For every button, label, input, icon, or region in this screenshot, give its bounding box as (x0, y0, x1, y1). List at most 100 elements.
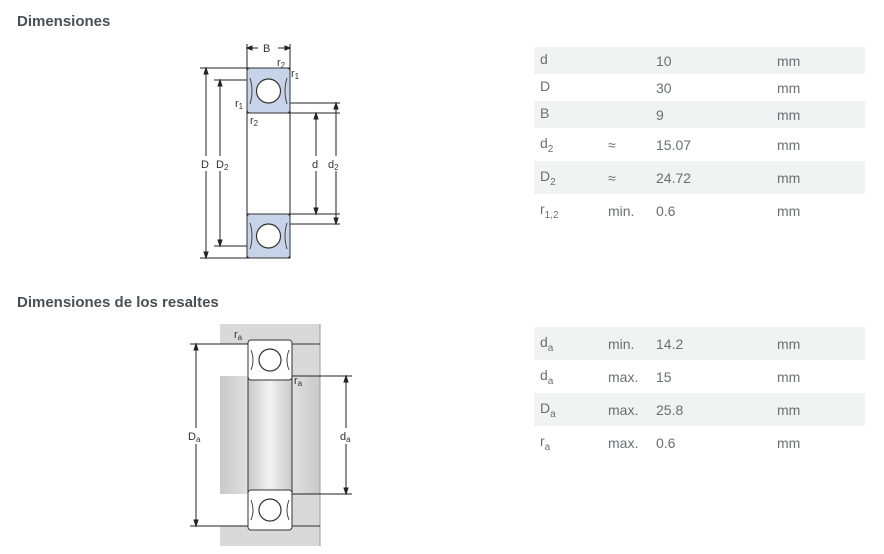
value-cell: 0.6 (656, 202, 676, 219)
unit-cell: mm (777, 434, 801, 451)
value-cell: 25.8 (650, 393, 771, 426)
abutment-section-title: Dimensiones de los resaltes (17, 294, 219, 311)
bearing-section-top (246, 67, 291, 114)
unit-cell: mm (777, 79, 801, 96)
value-cell: 9 (650, 101, 771, 128)
unit-cell: mm (771, 47, 865, 74)
label-D: D (201, 159, 209, 171)
qualifier-cell (602, 101, 650, 128)
unit-cell: mm (777, 368, 801, 385)
symbol-text: r (540, 432, 545, 449)
dimension-row: D 30 mm (534, 74, 865, 101)
label-B: B (263, 43, 270, 55)
symbol-subscript: a (544, 441, 551, 453)
symbol-subscript: 2 (547, 143, 554, 155)
qualifier-cell: ≈ (602, 161, 650, 194)
label-r2-low: r (250, 115, 254, 127)
abutment-bearing-top (247, 339, 293, 381)
svg-text:da: da (340, 431, 351, 444)
abutment-row: ra max. 0.6 mm (534, 426, 865, 459)
qualifier-cell: max. (602, 393, 650, 426)
svg-text:r1: r1 (235, 98, 244, 111)
symbol-text: D (540, 399, 551, 416)
svg-text:D2: D2 (216, 159, 229, 172)
symbol-subscript: 2 (550, 176, 556, 188)
label-d: d (312, 159, 318, 171)
symbol-subscript: a (547, 342, 554, 354)
svg-text:r2: r2 (277, 57, 286, 70)
dimension-row: r1,2 min. 0.6 mm (534, 194, 865, 227)
qualifier-cell (602, 74, 650, 101)
svg-text:ra: ra (234, 329, 243, 342)
label-Da: D (188, 431, 196, 443)
symbol-text: d (540, 366, 548, 383)
label-ra-mid: r (294, 375, 298, 387)
value-cell: 24.72 (650, 161, 771, 194)
label-r1-top: r (291, 68, 295, 80)
value-cell: 0.6 (656, 434, 676, 451)
bearing-dimensions-diagram: B r2 r1 r1 r2 D D2 d d2 (199, 42, 344, 260)
abutment-row: da max. 15 mm (534, 360, 865, 393)
value-cell: 30 (656, 79, 672, 96)
symbol-cell: D (534, 74, 602, 101)
symbol-cell: D2 (534, 161, 602, 194)
symbol-cell: da (534, 360, 602, 393)
qualifier-cell: min. (608, 202, 635, 219)
symbol-text: D (540, 77, 551, 94)
label-da: d (340, 431, 346, 443)
value-cell: 10 (650, 47, 771, 74)
value-cell: 14.2 (650, 327, 771, 360)
dimensions-section-title: Dimensiones (17, 13, 111, 30)
svg-text:r2: r2 (250, 115, 259, 128)
symbol-subscript: a (547, 375, 554, 387)
symbol-text: D (540, 167, 551, 184)
unit-cell: mm (771, 327, 865, 360)
abutment-dimensions-diagram: ra ra Da da (186, 324, 356, 546)
svg-text:r1: r1 (291, 68, 300, 81)
symbol-cell: d2 (534, 128, 602, 161)
label-r2-top: r (277, 57, 281, 69)
symbol-text: d (540, 50, 548, 67)
label-ra-top: r (234, 329, 238, 341)
symbol-text: B (540, 104, 550, 121)
symbol-text: d (540, 134, 548, 151)
label-r1-left: r (235, 98, 239, 110)
symbol-text: r (540, 200, 545, 217)
qualifier-cell: max. (608, 368, 639, 385)
label-d2: d (328, 159, 334, 171)
value-cell: 15.07 (656, 136, 692, 153)
symbol-cell: r1,2 (534, 194, 602, 227)
qualifier-cell: max. (608, 434, 639, 451)
bearing-section-bottom (246, 213, 291, 259)
unit-cell: mm (771, 393, 865, 426)
symbol-cell: da (534, 327, 602, 360)
svg-text:d2: d2 (328, 159, 339, 172)
qualifier-cell: min. (602, 327, 650, 360)
symbol-subscript: a (550, 408, 556, 420)
dimension-row: d2 ≈15.07 mm (534, 128, 865, 161)
svg-text:ra: ra (294, 375, 303, 388)
unit-cell: mm (777, 202, 801, 219)
qualifier-cell: ≈ (608, 136, 616, 153)
label-D2: D (216, 159, 224, 171)
symbol-text: d (540, 333, 548, 350)
unit-cell: mm (771, 161, 865, 194)
symbol-cell: ra (534, 426, 602, 459)
abutment-bearing-bottom (247, 489, 293, 531)
qualifier-cell (602, 47, 650, 74)
symbol-subscript: 1,2 (544, 209, 559, 221)
unit-cell: mm (771, 101, 865, 128)
symbol-cell: B (534, 101, 602, 128)
symbol-cell: d (534, 47, 602, 74)
svg-text:Da: Da (188, 431, 201, 444)
value-cell: 15 (656, 368, 672, 385)
symbol-cell: Da (534, 393, 602, 426)
unit-cell: mm (777, 136, 801, 153)
